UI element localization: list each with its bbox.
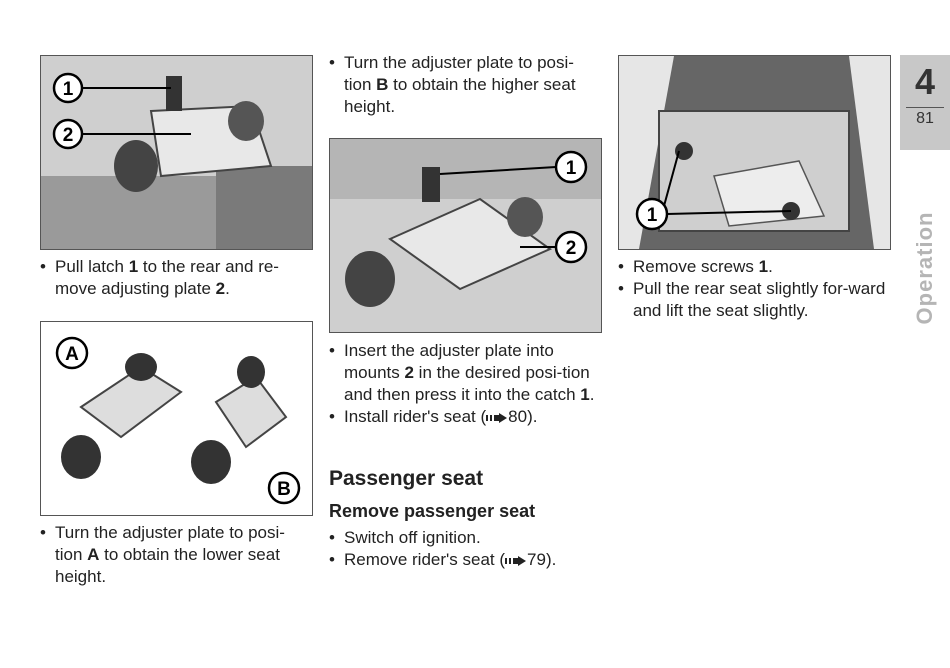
callout-2: 2 (63, 125, 74, 146)
page-ref-arrow-icon (486, 412, 508, 423)
chapter-divider (906, 107, 944, 108)
figure-seat-screws: 1 (618, 55, 891, 250)
col3-steps: Remove screws 1. Pull the rear seat slig… (618, 256, 890, 322)
subsection-heading: Remove passenger seat (329, 501, 536, 521)
page-ref-link[interactable]: 79 (527, 550, 546, 569)
callout-1: 1 (647, 205, 658, 226)
callout-b: B (277, 479, 291, 500)
callout-a: A (65, 344, 79, 365)
page-ref-arrow-icon (505, 555, 527, 566)
col1-step-position-a: Turn the adjuster plate to posi-tion A t… (40, 522, 310, 588)
col2-step-position-b: Turn the adjuster plate to posi-tion B t… (329, 52, 601, 118)
section-label: Operation (912, 211, 937, 325)
figure-plate-positions: A B (40, 321, 313, 516)
col2-steps-remove: Switch off ignition. Remove rider's seat… (329, 527, 601, 571)
page-ref-link[interactable]: 80 (508, 407, 528, 426)
callout-1: 1 (63, 79, 74, 100)
callout-2: 2 (566, 238, 577, 259)
col1-step-remove-plate: Pull latch 1 to the rear and re-move adj… (40, 256, 310, 300)
chapter-tab: 4 81 (900, 55, 950, 150)
section-heading: Passenger seat (329, 467, 484, 490)
figure-plate-insert: 1 2 (329, 138, 602, 333)
callout-1: 1 (566, 158, 577, 179)
chapter-number: 4 (914, 61, 936, 102)
page-number: 81 (916, 110, 934, 127)
col2-steps-install: Insert the adjuster plate into mounts 2 … (329, 340, 601, 428)
figure-latch-removal: 1 2 (40, 55, 313, 250)
